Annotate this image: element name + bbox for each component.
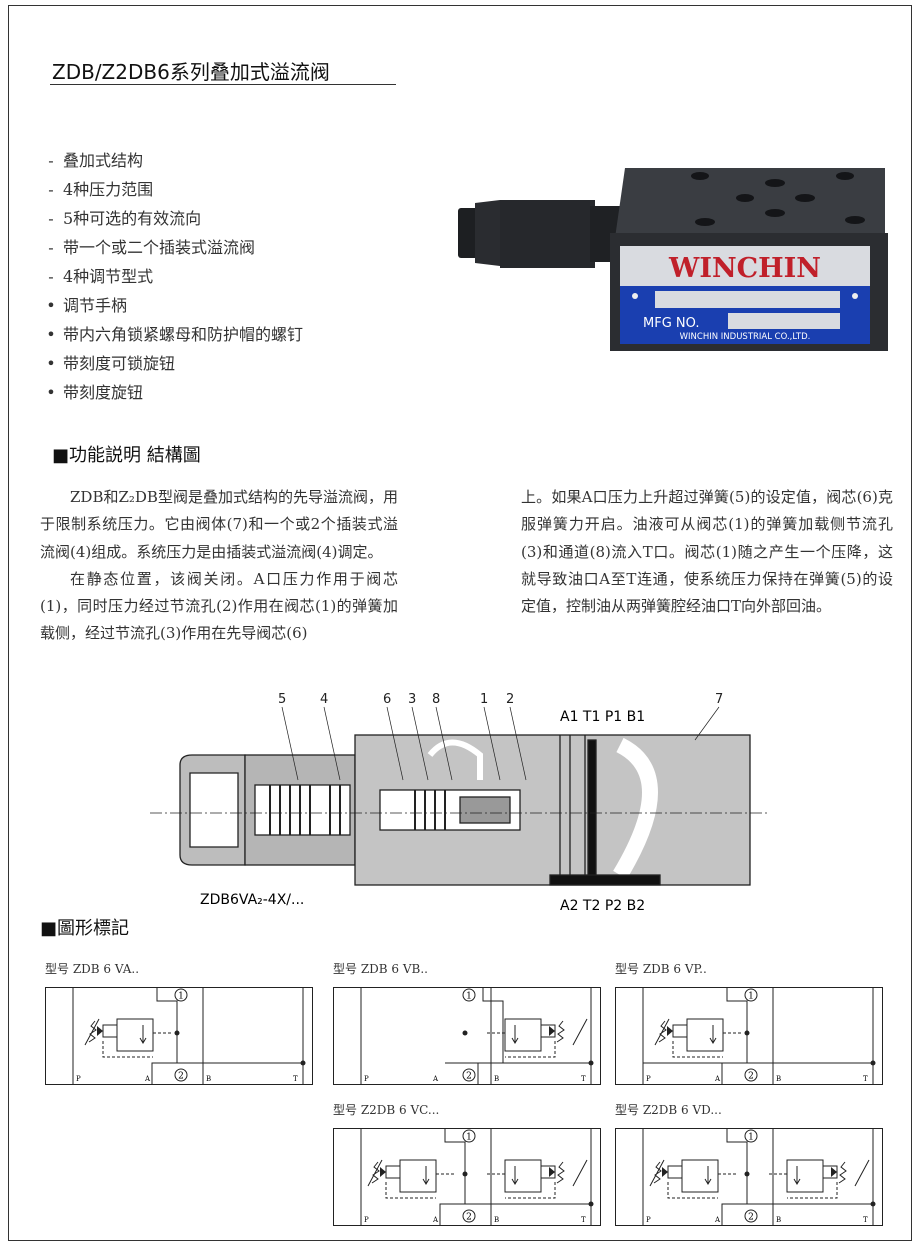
bullet-marker: -	[48, 180, 54, 199]
symbol-label: 型号 Z2DB 6 VC...	[333, 1103, 440, 1117]
feature-item: -叠加式结构	[45, 150, 303, 179]
ports-bottom-label: A2 T2 P2 B2	[560, 898, 645, 914]
feature-text: 带刻度可锁旋钮	[63, 354, 176, 373]
description-left: ZDB和Z₂DB型阀是叠加式结构的先导溢流阀，用于限制系统压力。它由阀体(7)和…	[40, 484, 398, 648]
symbol-label: 型号 ZDB 6 VA..	[45, 962, 140, 976]
port-label: P	[646, 1216, 651, 1224]
hydraulic-symbol-vc: 1 2 P A B T	[333, 1128, 601, 1226]
feature-item: -4种调节型式	[45, 266, 303, 295]
feature-text: 带一个或二个插装式溢流阀	[63, 238, 256, 257]
bullet-marker: •	[46, 383, 56, 402]
port-label: T	[863, 1216, 868, 1224]
port-circle-label: 1	[466, 1133, 472, 1143]
part-number: 8	[432, 692, 440, 707]
part-number: 2	[506, 692, 514, 707]
feature-text: 4种压力范围	[63, 180, 154, 199]
port-label: A	[432, 1216, 439, 1224]
page-title: ZDB/Z2DB6系列叠加式溢流阀	[52, 60, 330, 84]
feature-text: 5种可选的有效流向	[63, 209, 202, 228]
hydraulic-symbol-vb: 1 2 P A B T	[333, 987, 601, 1085]
title-underline	[50, 84, 396, 85]
symbol-label: 型号 Z2DB 6 VD...	[615, 1103, 722, 1117]
description-paragraph: ZDB和Z₂DB型阀是叠加式结构的先导溢流阀，用于限制系统压力。它由阀体(7)和…	[40, 488, 398, 561]
part-number: 7	[715, 692, 723, 707]
port-label: B	[206, 1075, 211, 1083]
bullet-marker: -	[48, 151, 54, 170]
section-symbols-heading: ■圖形標記	[40, 918, 130, 939]
feature-item: • 调节手柄	[45, 295, 303, 324]
bullet-marker: •	[46, 296, 56, 315]
symbol-label: 型号 ZDB 6 VP..	[615, 962, 707, 976]
feature-item: • 带内六角锁紧螺母和防护帽的螺钉	[45, 324, 303, 353]
port-label: B	[776, 1075, 781, 1083]
port-label: A	[714, 1075, 721, 1083]
feature-item: • 带刻度旋钮	[45, 382, 303, 411]
feature-text: 带内六角锁紧螺母和防护帽的螺钉	[63, 325, 304, 344]
port-circle-label: 1	[466, 992, 472, 1002]
company-name: WINCHIN INDUSTRIAL CO.,LTD.	[680, 332, 811, 342]
feature-item: -带一个或二个插装式溢流阀	[45, 237, 303, 266]
part-number: 4	[320, 692, 328, 707]
port-circle-label: 1	[178, 992, 184, 1002]
feature-item: • 带刻度可锁旋钮	[45, 353, 303, 382]
port-label: T	[293, 1075, 298, 1083]
hydraulic-symbol-vp: 1 2 P A B T	[615, 987, 883, 1085]
port-label: A	[432, 1075, 439, 1083]
bullet-marker: -	[48, 238, 54, 257]
part-number: 3	[408, 692, 416, 707]
port-label: A	[144, 1075, 151, 1083]
mfg-label: MFG NO.	[643, 316, 699, 331]
feature-list: -叠加式结构-4种压力范围-5种可选的有效流向-带一个或二个插装式溢流阀-4种调…	[45, 150, 303, 411]
feature-item: -5种可选的有效流向	[45, 208, 303, 237]
symbol-label: 型号 ZDB 6 VB..	[333, 962, 428, 976]
feature-text: 调节手柄	[63, 296, 128, 315]
port-circle-label: 2	[748, 1213, 754, 1223]
part-number: 1	[480, 692, 488, 707]
description-paragraph: 上。如果A口压力上升超过弹簧(5)的设定值，阀芯(6)克服弹簧力开启。油液可从阀…	[521, 488, 893, 616]
description-right: 上。如果A口压力上升超过弹簧(5)的设定值，阀芯(6)克服弹簧力开启。油液可从阀…	[521, 484, 893, 620]
port-label: T	[581, 1075, 586, 1083]
bullet-marker: -	[48, 209, 54, 228]
model-code: ZDB6VA₂-4X/...	[200, 892, 304, 908]
port-label: A	[714, 1216, 721, 1224]
port-label: T	[581, 1216, 586, 1224]
ports-top-label: A1 T1 P1 B1	[560, 709, 645, 725]
port-circle-label: 1	[748, 992, 754, 1002]
port-circle-label: 1	[748, 1133, 754, 1143]
part-number: 5	[278, 692, 286, 707]
bullet-marker: -	[48, 267, 54, 286]
part-number: 6	[383, 692, 391, 707]
feature-text: 带刻度旋钮	[63, 383, 144, 402]
port-label: P	[76, 1075, 81, 1083]
port-circle-label: 2	[748, 1072, 754, 1082]
brand-logo: WINCHIN	[668, 253, 821, 284]
port-label: P	[364, 1075, 369, 1083]
feature-text: 4种调节型式	[63, 267, 154, 286]
port-label: T	[863, 1075, 868, 1083]
port-label: P	[646, 1075, 651, 1083]
bullet-marker: •	[46, 325, 56, 344]
hydraulic-symbol-vd: 1 2 P A B T	[615, 1128, 883, 1226]
port-circle-label: 2	[178, 1072, 184, 1082]
bullet-marker: •	[46, 354, 56, 373]
hydraulic-symbol-va: 1 2 P A B T	[45, 987, 313, 1085]
cross-section-diagram: 5 4 6 3 8 1 2 7 A1 T1 P1 B1 A2 T2 P2 B2 ZDB6VA₂…	[150, 692, 770, 914]
port-label: B	[494, 1075, 499, 1083]
feature-item: -4种压力范围	[45, 179, 303, 208]
port-label: P	[364, 1216, 369, 1224]
port-label: B	[776, 1216, 781, 1224]
page-frame	[8, 5, 912, 1241]
port-label: B	[494, 1216, 499, 1224]
port-circle-label: 2	[466, 1072, 472, 1082]
product-photo: WINCHIN MFG NO. WINCHIN INDUSTRIAL CO.,L…	[458, 168, 888, 351]
port-circle-label: 2	[466, 1213, 472, 1223]
description-paragraph: 在静态位置，该阀关闭。A口压力作用于阀芯(1)，同时压力经过节流孔(2)作用在阀…	[40, 569, 398, 643]
feature-text: 叠加式结构	[63, 151, 144, 170]
section-function-heading: ■功能説明 結構圖	[52, 445, 201, 466]
